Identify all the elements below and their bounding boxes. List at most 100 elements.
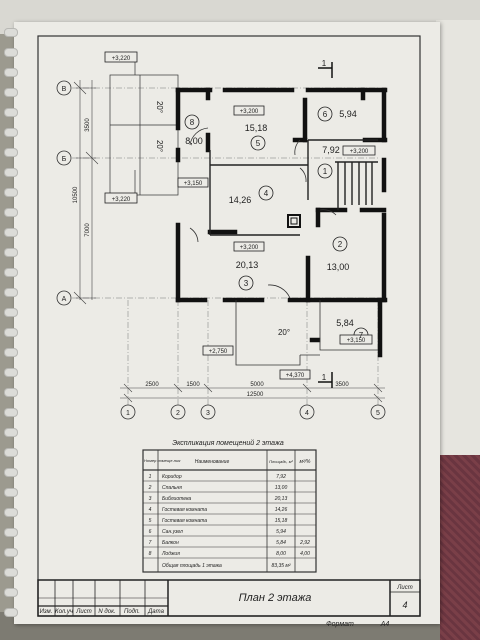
slope-label: 20° — [278, 328, 290, 337]
room-area: 5,94 — [339, 109, 357, 119]
stamp-col: Изм. — [40, 609, 53, 615]
table-title: Экспликация помещений 2 этажа — [172, 439, 284, 447]
room-area: 15,18 — [245, 123, 268, 133]
row-number: 2 — [148, 485, 152, 491]
binder-ring — [4, 608, 18, 617]
binder-ring — [4, 68, 18, 77]
sheet-number: 4 — [402, 600, 407, 610]
slope-label: 20° — [155, 101, 164, 113]
room-area: 13,00 — [327, 262, 350, 272]
dimension-label: 1500 — [186, 382, 200, 388]
table-row: 3 Библиотека 20,13 — [149, 496, 288, 502]
row-number: 1 — [149, 474, 152, 480]
binder-ring — [4, 168, 18, 177]
binder-ring — [4, 268, 18, 277]
drawing-title: План 2 этажа — [239, 592, 312, 604]
elevation-mark: +3,150 — [347, 338, 366, 344]
binder-ring — [4, 248, 18, 257]
row-extra: 4,00 — [300, 551, 310, 557]
grid-label-v: В — [62, 86, 67, 93]
binder-ring — [4, 28, 18, 37]
format-label: Формат — [326, 621, 354, 628]
binder-ring — [4, 108, 18, 117]
dimension-label: 12500 — [247, 392, 264, 398]
row-name: Балкон — [162, 540, 179, 546]
table-header: Наименование — [195, 459, 230, 465]
binder-ring — [4, 488, 18, 497]
table-total-row: Общая площадь 1 этажа 83,35 м² — [162, 563, 291, 569]
background-paper — [436, 20, 480, 460]
table-header: Номер помеще-ния — [144, 458, 181, 463]
grid-label-2: 2 — [176, 410, 180, 417]
binder-ring — [4, 228, 18, 237]
elevation-mark: +2,750 — [209, 349, 228, 355]
row-area: 5,94 — [276, 529, 286, 535]
binder-ring — [4, 308, 18, 317]
title-block-columns: Изм. Кол.уч Лист N док. Подп. Дата — [40, 609, 165, 615]
table-row: 7 Балкон 5,84 2,92 — [149, 540, 310, 546]
row-number: 7 — [149, 540, 152, 546]
row-name: Гостевая комната — [162, 507, 207, 513]
row-extra: 2,92 — [299, 540, 310, 546]
binder-ring — [4, 528, 18, 537]
explication-table — [142, 449, 317, 573]
binder-ring — [4, 548, 18, 557]
binder-ring — [4, 88, 18, 97]
table-row: 6 Сан.узел 5,94 — [149, 529, 286, 535]
room-numbers: 8 5 6 1 4 2 3 7 — [190, 110, 364, 340]
elevation-mark: +3,150 — [184, 181, 203, 187]
room-number: 7 — [359, 331, 364, 340]
binder-ring — [4, 288, 18, 297]
elevation-mark: +4,370 — [286, 373, 305, 379]
elevation-labels: +3,220 +3,220 +3,200 +3,150 +3,200 +3,20… — [112, 56, 369, 379]
row-number: 3 — [149, 496, 152, 502]
row-area: 5,84 — [276, 540, 286, 546]
binder-ring — [4, 448, 18, 457]
stamp-col: Дата — [147, 609, 164, 615]
stamp-col: Подп. — [124, 609, 140, 615]
binder-ring — [4, 428, 18, 437]
sheet-label: Лист — [396, 585, 412, 591]
binder-ring — [4, 368, 18, 377]
slope-label: 20° — [155, 140, 164, 152]
slope-labels: 20° 20° 20° — [155, 101, 290, 337]
binder-ring — [4, 328, 18, 337]
room-areas: 8,00 15,18 5,94 7,92 14,26 13,00 20,13 5… — [185, 109, 357, 328]
title-block — [37, 579, 421, 617]
grid-label-4: 4 — [305, 410, 309, 417]
row-name: Сан.узел — [162, 529, 183, 535]
room-number: 5 — [256, 139, 261, 148]
binder-ring — [4, 48, 18, 57]
room-area: 14,26 — [229, 195, 252, 205]
table-header: м²/% — [300, 459, 311, 465]
binder-ring — [4, 508, 18, 517]
total-value: 83,35 м² — [272, 563, 291, 569]
room-number: 8 — [190, 118, 195, 127]
binder-ring — [4, 348, 18, 357]
grid-label-a: А — [62, 296, 67, 303]
row-name: Спальня — [162, 485, 182, 491]
binder-ring — [4, 408, 18, 417]
row-number: 5 — [149, 518, 152, 524]
grid-label-3: 3 — [206, 410, 210, 417]
dimension-labels: 3500 7000 10500 2500 1500 5000 3500 1250… — [73, 118, 349, 398]
binder-ring — [4, 128, 18, 137]
table-row: 8 Лоджия 8,00 4,00 — [149, 551, 310, 557]
section-label: 1 — [322, 59, 327, 68]
table-headers: Номер помеще-ния Наименование Площадь, м… — [144, 458, 311, 465]
table-row: 1 Коридор 7,92 — [149, 474, 286, 480]
elevation-mark: +3,200 — [350, 149, 369, 155]
room-area: 20,13 — [236, 260, 259, 270]
row-name: Библиотека — [162, 496, 191, 502]
row-number: 6 — [149, 529, 152, 535]
plan-labels: В Б А 1 2 3 4 5 — [62, 86, 380, 417]
row-area: 15,18 — [275, 518, 288, 524]
grid-label-5: 5 — [376, 410, 380, 417]
table-row: 4 Гостевая комната 14,26 — [149, 507, 288, 513]
binder-ring — [4, 148, 18, 157]
room-number: 2 — [338, 240, 343, 249]
floor-plan — [56, 51, 388, 420]
section-labels: 1 1 — [322, 59, 327, 382]
binder-ring — [4, 208, 18, 217]
binder-ring — [4, 388, 18, 397]
